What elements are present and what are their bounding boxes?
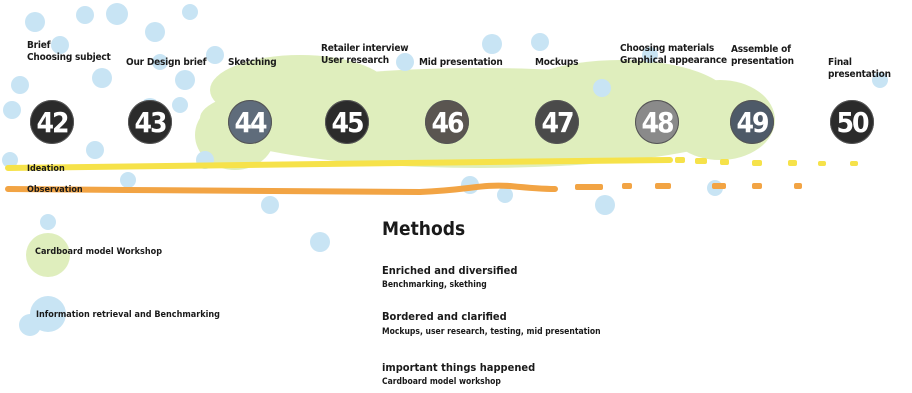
week-44-badge: 44 [228, 100, 272, 144]
observation-dashes [575, 183, 802, 190]
observation-line [5, 182, 558, 196]
method-detail: Benchmarking, skething [382, 280, 487, 290]
method-heading: important things happened [382, 361, 536, 374]
stage-label-45: Retailer interview User research [321, 43, 409, 66]
stage-label-46: Mid presentation [419, 57, 503, 68]
stage-label-48: Choosing materials Graphical appearance [620, 43, 727, 66]
week-46-badge: 46 [425, 100, 469, 144]
workshop-legend-label: Cardboard model Workshop [35, 247, 163, 257]
stage-label-47: Mockups [535, 57, 579, 68]
method-heading: Enriched and diversified [382, 264, 518, 277]
methods-title: Methods [382, 218, 466, 240]
stage-label-44: Sketching [228, 57, 277, 68]
stage-label-49: Assemble of presentation [731, 44, 794, 67]
workshop-highlight [195, 55, 775, 170]
method-heading: Bordered and clarified [382, 310, 507, 323]
week-42-badge: 42 [30, 100, 74, 144]
ideation-line [5, 157, 673, 171]
benchmarking-swatch [30, 296, 66, 332]
stage-label-43: Our Design brief [126, 57, 207, 68]
week-49-badge: 49 [730, 100, 774, 144]
week-45-badge: 45 [325, 100, 369, 144]
week-43-badge: 43 [128, 100, 172, 144]
ideation-dashes [675, 157, 858, 166]
workshop-swatch [26, 233, 70, 277]
observation-label: Observation [27, 185, 83, 195]
benchmarking-dots [2, 3, 888, 336]
stage-label-42: Brief Choosing subject [27, 40, 111, 63]
week-47-badge: 47 [535, 100, 579, 144]
benchmarking-legend-label: Information retrieval and Benchmarking [36, 310, 220, 320]
ideation-label: Ideation [27, 164, 65, 174]
week-50-badge: 50 [830, 100, 874, 144]
method-detail: Mockups, user research, testing, mid pre… [382, 327, 601, 337]
method-detail: Cardboard model workshop [382, 377, 501, 387]
week-48-badge: 48 [635, 100, 679, 144]
stage-label-50: Final presentation [828, 57, 891, 80]
